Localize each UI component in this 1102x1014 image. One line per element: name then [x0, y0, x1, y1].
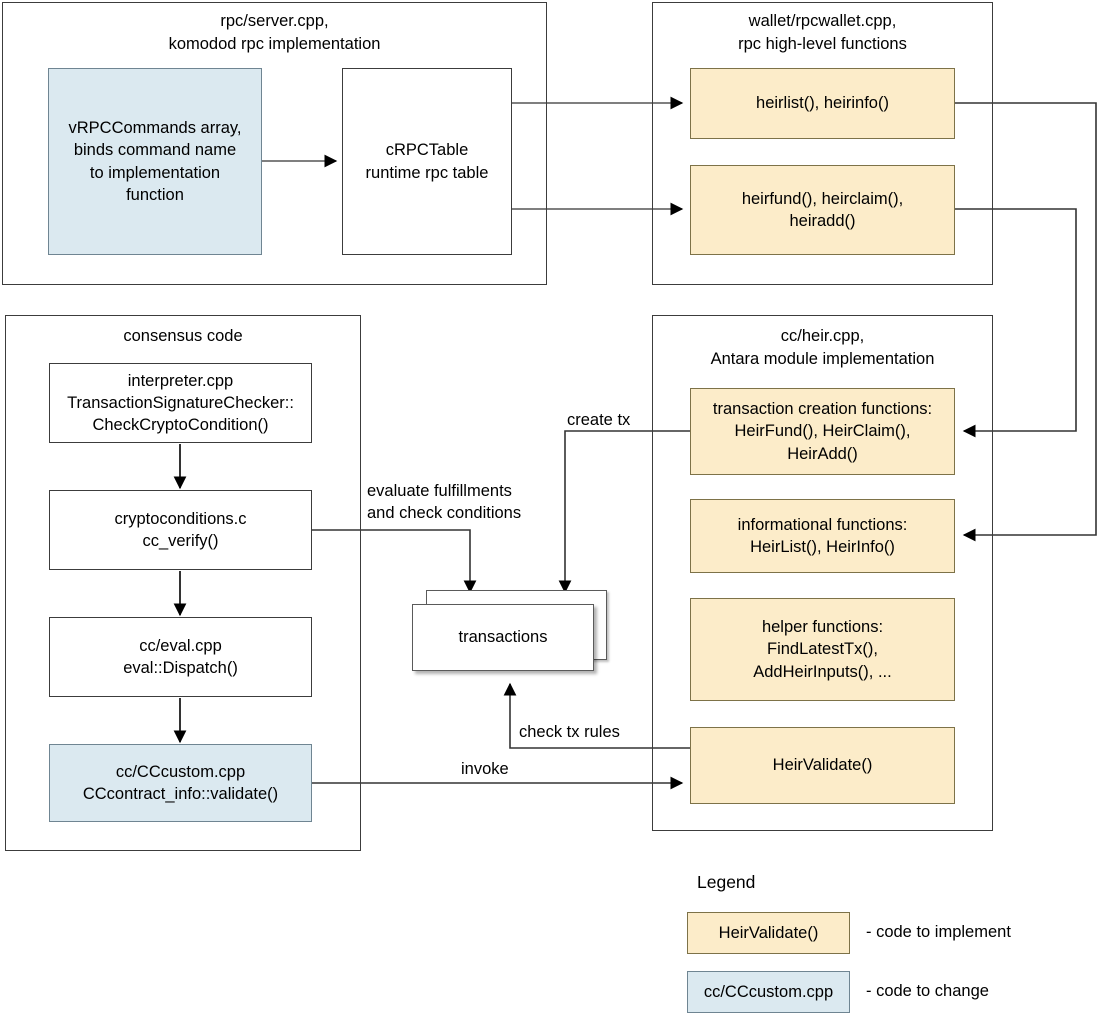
- legend-swatch-implement: HeirValidate(): [687, 912, 850, 954]
- node-vrpccommands[interactable]: vRPCCommands array, binds command name t…: [48, 68, 262, 255]
- edge-label-invoke: invoke: [461, 760, 509, 778]
- node-crpctable[interactable]: cRPCTable runtime rpc table: [342, 68, 512, 255]
- group-heir-module-title: cc/heir.cpp, Antara module implementatio…: [710, 327, 935, 368]
- group-rpc-server: [2, 2, 547, 285]
- group-consensus-title: consensus code: [123, 327, 243, 345]
- node-heirlist-heirinfo[interactable]: heirlist(), heirinfo(): [690, 68, 955, 139]
- edge-label-create-tx: create tx: [567, 411, 631, 429]
- node-transactions[interactable]: transactions: [412, 604, 594, 671]
- node-heirvalidate[interactable]: HeirValidate(): [690, 727, 955, 804]
- group-rpcwallet: [652, 2, 993, 285]
- legend-text-implement: - code to implement: [866, 923, 1011, 941]
- node-cceval[interactable]: cc/eval.cpp eval::Dispatch(): [49, 617, 312, 697]
- edge-label-check-tx-rules: check tx rules: [519, 723, 620, 741]
- node-interpreter[interactable]: interpreter.cpp TransactionSignatureChec…: [49, 363, 312, 443]
- legend-title: Legend: [697, 872, 756, 892]
- edge-label-evaluate-fulfillments: evaluate fulfillments and check conditio…: [367, 482, 522, 523]
- legend-swatch-change: cc/CCcustom.cpp: [687, 971, 850, 1013]
- legend-text-change: - code to change: [866, 982, 989, 1000]
- transactions-label: transactions: [458, 628, 548, 646]
- node-tx-creation[interactable]: transaction creation functions: HeirFund…: [690, 388, 955, 475]
- node-cccustom[interactable]: cc/CCcustom.cpp CCcontract_info::validat…: [49, 744, 312, 822]
- node-informational[interactable]: informational functions: HeirList(), Hei…: [690, 499, 955, 573]
- group-heir-module: [652, 315, 993, 831]
- group-consensus: [5, 315, 361, 851]
- node-cryptoconditions[interactable]: cryptoconditions.c cc_verify(): [49, 490, 312, 570]
- node-heirfund-heirclaim-heiradd[interactable]: heirfund(), heirclaim(), heiradd(): [690, 165, 955, 255]
- group-rpc-server-title: rpc/server.cpp, komodod rpc implementati…: [168, 12, 381, 53]
- node-helpers[interactable]: helper functions: FindLatestTx(), AddHei…: [690, 598, 955, 701]
- group-rpcwallet-title: wallet/rpcwallet.cpp, rpc high-level fun…: [738, 12, 907, 53]
